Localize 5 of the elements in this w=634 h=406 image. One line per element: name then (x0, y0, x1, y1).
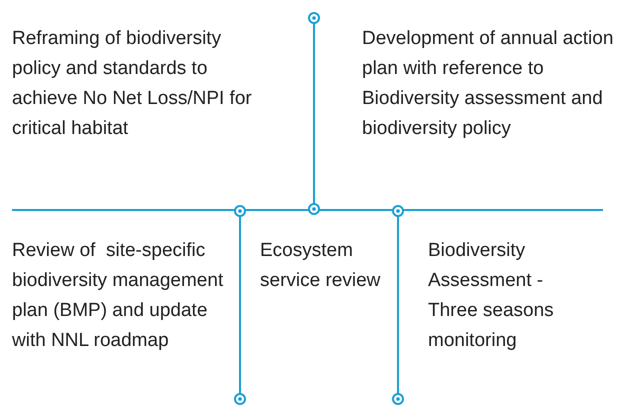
milestone-text: Reframing of biodiversity policy and standards to achieve No Net Loss/NPI for critical habitat (12, 27, 253, 141)
milestone-text: Review of site-specific biodiversity management plan (BMP) and update with NNL roadmap (12, 239, 224, 353)
milestone-text: Development of annual action plan with reference to Biodiversity assessment and biodiversity policy (362, 27, 614, 141)
milestone-text: Ecosystem service review (260, 239, 382, 293)
milestone-text: Biodiversity Assessment - Three seasons monitoring (428, 239, 555, 353)
